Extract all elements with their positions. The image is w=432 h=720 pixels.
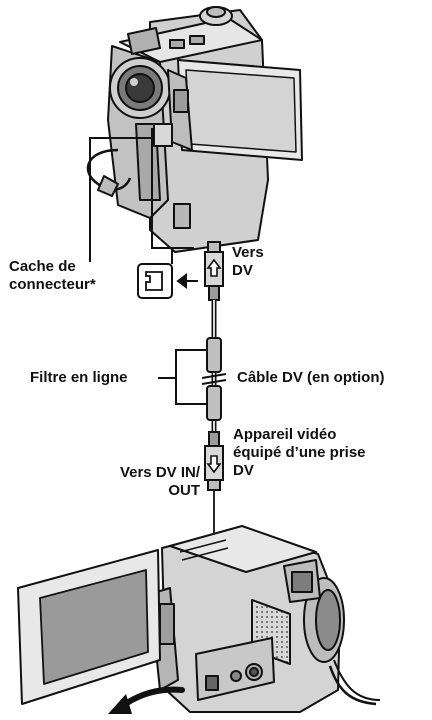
to-dv-label: Vers DV — [232, 244, 264, 280]
video-device-label: Appareil vidéo équipé d’une prise DV — [233, 426, 366, 480]
inline-filter-bracket — [158, 350, 206, 404]
inline-filter-label: Filtre en ligne — [30, 369, 128, 387]
to-dv-in-out-label: Vers DV IN/ OUT — [120, 464, 200, 500]
connector-cover-label: Cache de connecteur* — [9, 258, 96, 294]
camcorder-bottom-icon — [18, 526, 380, 712]
camcorder-top-icon — [88, 7, 302, 252]
dv-cable-label: Câble DV (en option) — [237, 369, 385, 387]
